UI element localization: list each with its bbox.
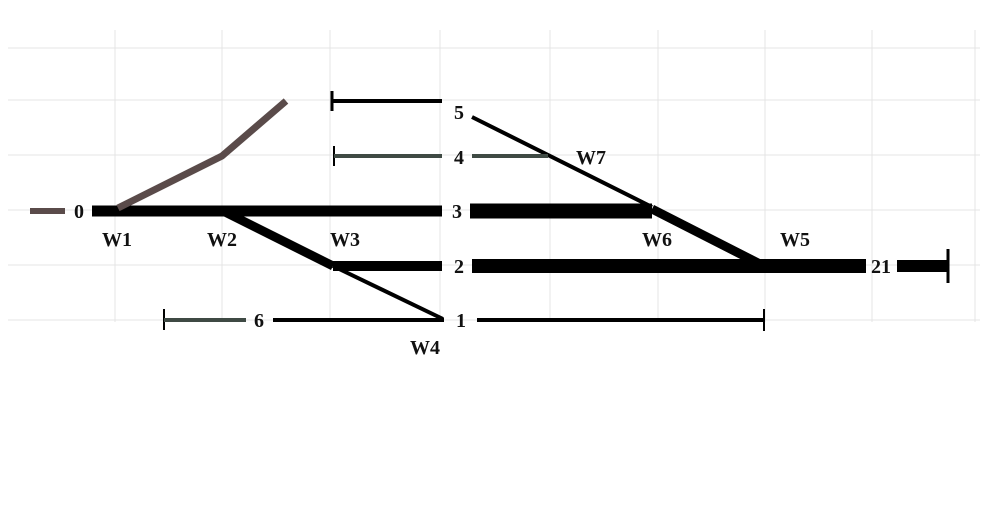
track-label-0: 0: [74, 201, 84, 223]
switch-label-w4: W4: [410, 337, 440, 359]
switch-label-w2: W2: [207, 229, 237, 251]
switch-label-w3: W3: [330, 229, 360, 251]
track-label-21: 21: [871, 256, 891, 278]
track-label-4: 4: [454, 147, 464, 169]
diagonal-w6-w5: [649, 204, 763, 269]
diagonal-w2-w3: [222, 207, 336, 271]
track-label-5: 5: [454, 102, 464, 124]
switch-label-w1: W1: [102, 229, 132, 251]
branch-w1-upper: [116, 98, 289, 212]
track-5-diagonal: [471, 115, 653, 209]
track-label-3: 3: [452, 201, 462, 223]
background-grid: [8, 30, 980, 322]
track-label-6: 6: [254, 310, 264, 332]
track-label-1: 1: [456, 310, 466, 332]
switch-label-w5: W5: [780, 229, 810, 251]
track-label-2: 2: [454, 256, 464, 278]
switch-label-w6: W6: [642, 229, 672, 251]
diagonal-w3-w4: [332, 264, 444, 321]
switch-label-w7: W7: [576, 147, 606, 169]
